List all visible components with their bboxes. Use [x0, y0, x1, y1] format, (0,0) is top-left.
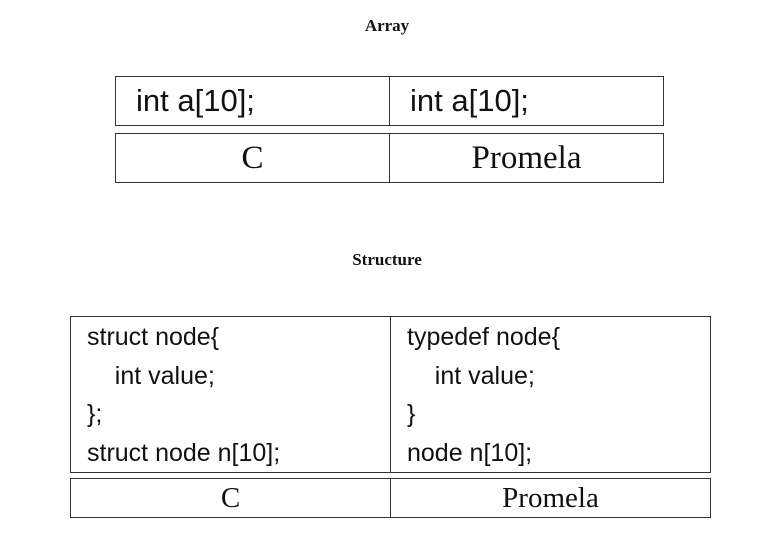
table-row: int a[10]; int a[10]; — [115, 76, 664, 126]
table-row: struct node{ int value; }; struct node n… — [70, 316, 711, 473]
structure-c-label: C — [220, 482, 241, 514]
structure-c-label-cell: C — [70, 478, 391, 518]
array-c-code: int a[10]; — [136, 83, 255, 118]
array-heading: Array — [364, 16, 410, 35]
structure-c-code-cell: struct node{ int value; }; struct node n… — [70, 316, 391, 473]
array-promela-code-cell: int a[10]; — [389, 76, 664, 126]
array-label-table: C Promela — [115, 133, 664, 183]
structure-promela-label-cell: Promela — [390, 478, 711, 518]
array-promela-label-cell: Promela — [389, 133, 664, 183]
table-row: C Promela — [115, 133, 664, 183]
array-promela-label: Promela — [471, 140, 582, 176]
structure-promela-code: typedef node{ int value; } node n[10]; — [407, 323, 560, 467]
array-c-label-cell: C — [115, 133, 390, 183]
structure-promela-label: Promela — [502, 482, 599, 514]
structure-c-code: struct node{ int value; }; struct node n… — [87, 323, 281, 467]
table-row: C Promela — [70, 478, 711, 518]
structure-code-table: struct node{ int value; }; struct node n… — [70, 316, 711, 473]
structure-heading: Structure — [352, 250, 422, 269]
structure-promela-code-cell: typedef node{ int value; } node n[10]; — [390, 316, 711, 473]
array-promela-code: int a[10]; — [410, 83, 529, 118]
array-c-code-cell: int a[10]; — [115, 76, 390, 126]
structure-label-table: C Promela — [70, 478, 711, 518]
array-code-table: int a[10]; int a[10]; — [115, 76, 664, 126]
array-c-label: C — [241, 140, 264, 176]
